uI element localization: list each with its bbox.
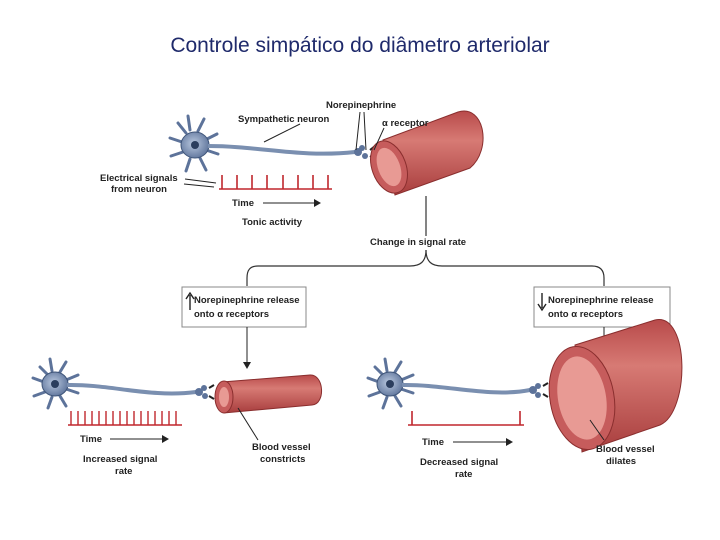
right-release-box: Norepinephrine release onto α receptors (533, 286, 671, 328)
right-time-label: Time (422, 437, 444, 448)
tonic-spike-train (219, 175, 332, 190)
decreased-spike-train (408, 411, 524, 426)
increased-spike-train (68, 411, 182, 426)
decreased-rate-line1: Decreased signal (420, 457, 498, 468)
change-in-signal-rate-label: Change in signal rate (370, 237, 466, 248)
sympathetic-neuron-label: Sympathetic neuron (238, 114, 330, 125)
dilates-line2: dilates (606, 456, 636, 467)
top-neuron (168, 114, 377, 173)
page-title: Controle simpático do diâmetro arteriola… (170, 34, 550, 57)
top-time-label: Time (232, 198, 254, 209)
sympathetic-neuron-pointer (263, 123, 301, 143)
norepinephrine-pointer (355, 111, 367, 151)
dilates-line1: Blood vessel (596, 444, 655, 455)
down-arrow-icon (537, 293, 547, 312)
electrical-signals-label-line2: from neuron (111, 184, 167, 195)
constricts-pointer (237, 407, 259, 441)
alpha-receptor-pointer (373, 127, 385, 151)
axon-terminal (354, 145, 368, 159)
left-box-line1: Norepinephrine release (194, 295, 300, 306)
norepinephrine-label: Norepinephrine (326, 100, 396, 111)
alpha-receptor-label: α receptor (382, 118, 429, 129)
left-release-box: Norepinephrine release onto α receptors (181, 286, 307, 328)
increased-rate-line2: rate (115, 466, 132, 477)
right-neuron (366, 357, 549, 410)
right-box-line1: Norepinephrine release (548, 295, 654, 306)
left-box-line2: onto α receptors (194, 309, 269, 320)
neuron-axon (207, 144, 356, 156)
neuron-cell-body (168, 114, 220, 173)
dilates-pointer (589, 419, 605, 441)
up-arrow-icon (185, 291, 195, 310)
right-box-line2: onto α receptors (548, 309, 623, 320)
constricts-line2: constricts (260, 454, 305, 465)
left-blood-vessel-constricted (214, 374, 322, 414)
left-time-label: Time (80, 434, 102, 445)
branch-connector (246, 196, 605, 286)
constricts-line1: Blood vessel (252, 442, 311, 453)
left-neuron (31, 357, 215, 410)
decreased-rate-line2: rate (455, 469, 472, 480)
tonic-activity-label: Tonic activity (242, 217, 303, 228)
top-blood-vessel (370, 110, 484, 196)
electrical-signals-pointer (184, 178, 217, 184)
electrical-signals-label-line1: Electrical signals (100, 173, 178, 184)
right-blood-vessel-dilated (548, 319, 683, 453)
increased-rate-line1: Increased signal (83, 454, 157, 465)
